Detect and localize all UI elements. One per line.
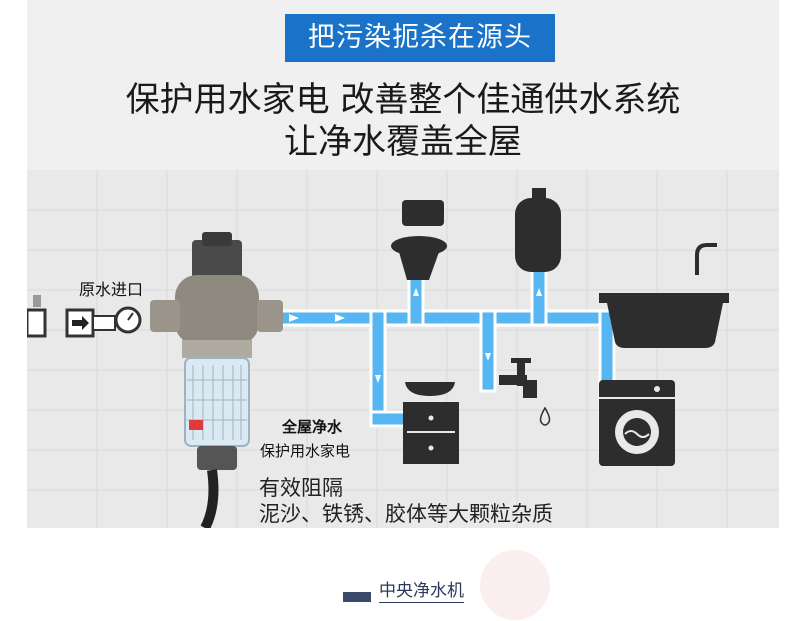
- block-text-line-2: 泥沙、铁锈、胶体等大颗粒杂质: [259, 502, 553, 526]
- inlet-label: 原水进口: [79, 280, 144, 299]
- block-text-line-1: 有效阻隔: [259, 476, 343, 500]
- whole-house-label: 全屋净水: [282, 418, 343, 436]
- product-banner-image: 把污染扼杀在源头 保护用水家电 改善整个佳通供水系统 让净水覆盖全屋 原水进口 …: [27, 0, 779, 528]
- inlet-pipe: [27, 295, 142, 338]
- headline-line-1: 保护用水家电 改善整个佳通供水系统: [125, 80, 681, 120]
- bathtub-icon: [599, 243, 729, 348]
- headline-line-2: 让净水覆盖全屋: [284, 122, 522, 162]
- protect-appliances-label: 保护用水家电: [260, 442, 351, 460]
- water-flow-diagram: [27, 170, 779, 528]
- image-caption: 中央净水机: [343, 580, 464, 603]
- prefilter-device: [150, 232, 283, 528]
- washing-machine-icon: [599, 380, 675, 466]
- water-heater-icon: [515, 188, 561, 272]
- toilet-icon: [391, 200, 447, 280]
- faucet-icon: [499, 358, 551, 426]
- flow-arrows: [289, 288, 610, 402]
- wall-background: [27, 170, 779, 528]
- sink-cabinet-icon: [403, 382, 459, 464]
- caption-marker-icon: [343, 591, 371, 602]
- decorative-circle: [480, 550, 550, 620]
- banner-title: 把污染扼杀在源头: [285, 14, 555, 62]
- caption-link[interactable]: 中央净水机: [379, 581, 464, 603]
